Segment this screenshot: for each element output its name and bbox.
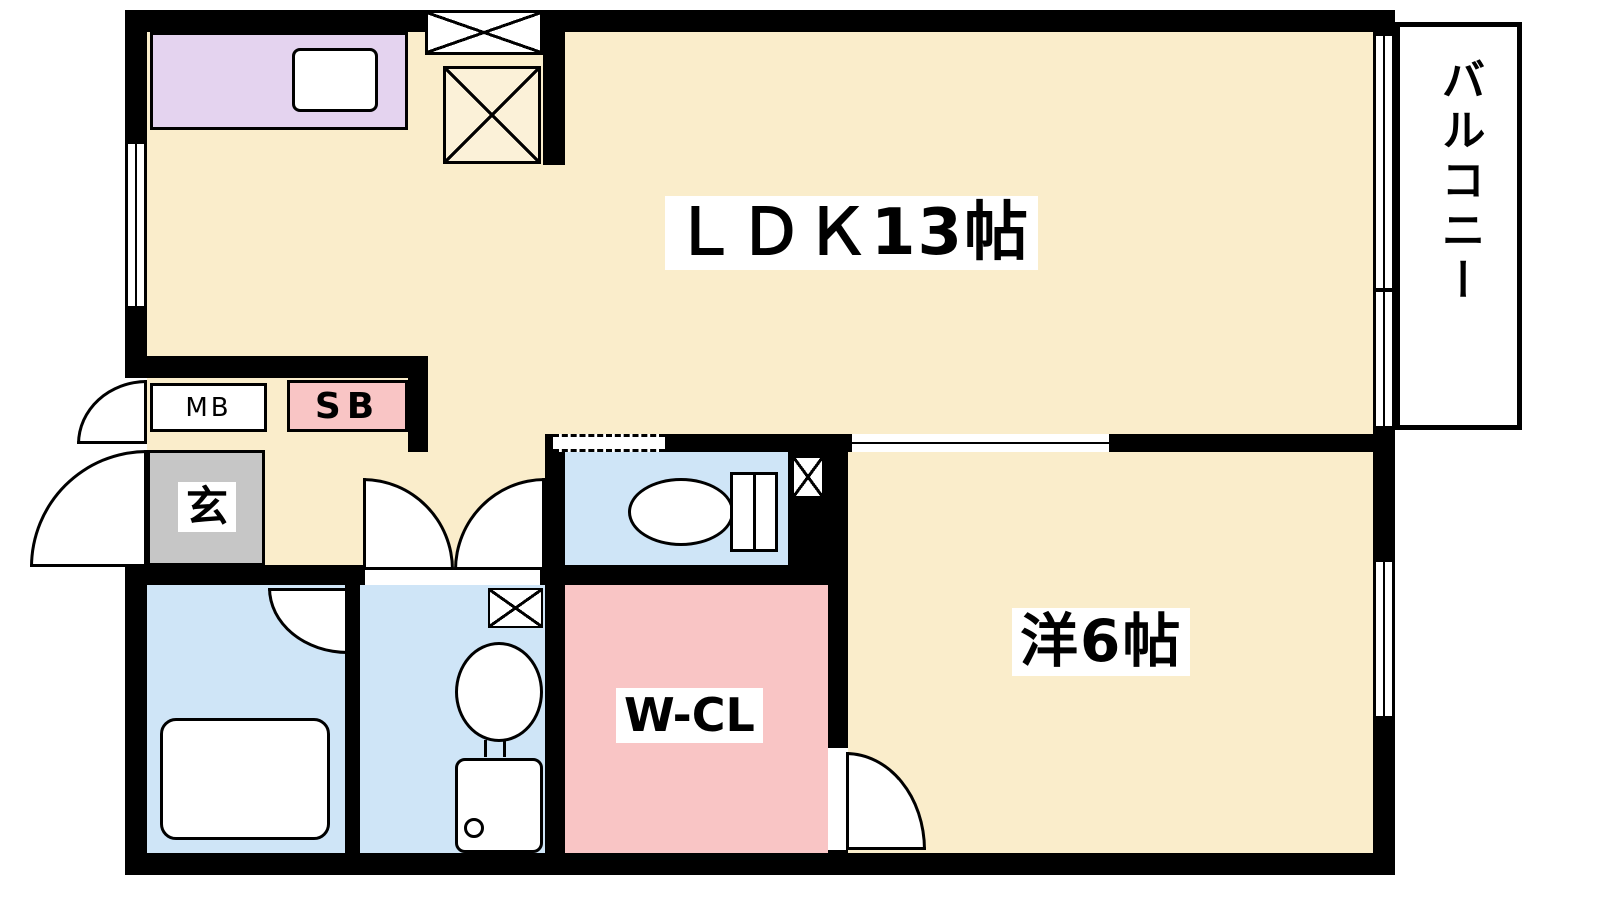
- wall-kitchen-bottom: [125, 356, 425, 378]
- wcl-label: W-CL: [616, 688, 763, 743]
- wall-mid-vertical: [545, 434, 565, 875]
- window-left: [125, 140, 147, 310]
- balcony-label: バルコニー: [1433, 57, 1485, 307]
- ldk-label: ＬＤＫ13帖: [665, 196, 1039, 271]
- wall-bath-wash-divider: [345, 585, 360, 853]
- meter-box-label: MB: [185, 392, 232, 423]
- bathtub-icon: [160, 718, 330, 840]
- wall-bottom: [125, 853, 1395, 875]
- kitchen-sink-icon: [292, 48, 378, 112]
- entrance-label: 玄: [178, 482, 237, 533]
- washing-machine-drain: [464, 818, 484, 838]
- balcony-door-tick: [1373, 288, 1395, 292]
- meter-box-door-arc: [77, 380, 147, 444]
- meter-box: MB: [150, 383, 267, 432]
- washroom-shelf-icon: [488, 588, 543, 628]
- sink-icon: [455, 642, 543, 742]
- room-entrance: [147, 450, 265, 566]
- window-western: [1373, 558, 1395, 720]
- balcony-sliding-door: [1373, 32, 1395, 430]
- balcony: バルコニー: [1395, 22, 1522, 430]
- western-room-label: 洋6帖: [1012, 608, 1191, 676]
- shoe-box: SB: [287, 380, 408, 432]
- sink-pedestal: [484, 740, 506, 757]
- doorway-washroom-gap: [365, 565, 540, 585]
- stove-icon: [443, 66, 541, 164]
- duct-icon: [425, 10, 543, 55]
- entrance-door-arc: [30, 450, 147, 567]
- washing-machine-icon: [455, 758, 543, 853]
- wall-kitchen-right-stub: [543, 10, 565, 165]
- toilet-tank-divider: [753, 475, 756, 549]
- wall-top: [125, 10, 1395, 32]
- wall-sb-stub: [408, 356, 428, 452]
- dashed-opening-hall: [553, 434, 665, 452]
- shoe-box-label: SB: [314, 385, 381, 427]
- wall-boundary-right: [1113, 434, 1373, 452]
- toilet-bowl-icon: [628, 478, 734, 546]
- doorway-wcl-gap: [828, 748, 848, 850]
- sliding-opening-ldk-western: [848, 434, 1113, 452]
- pipe-space-icon: [792, 456, 824, 498]
